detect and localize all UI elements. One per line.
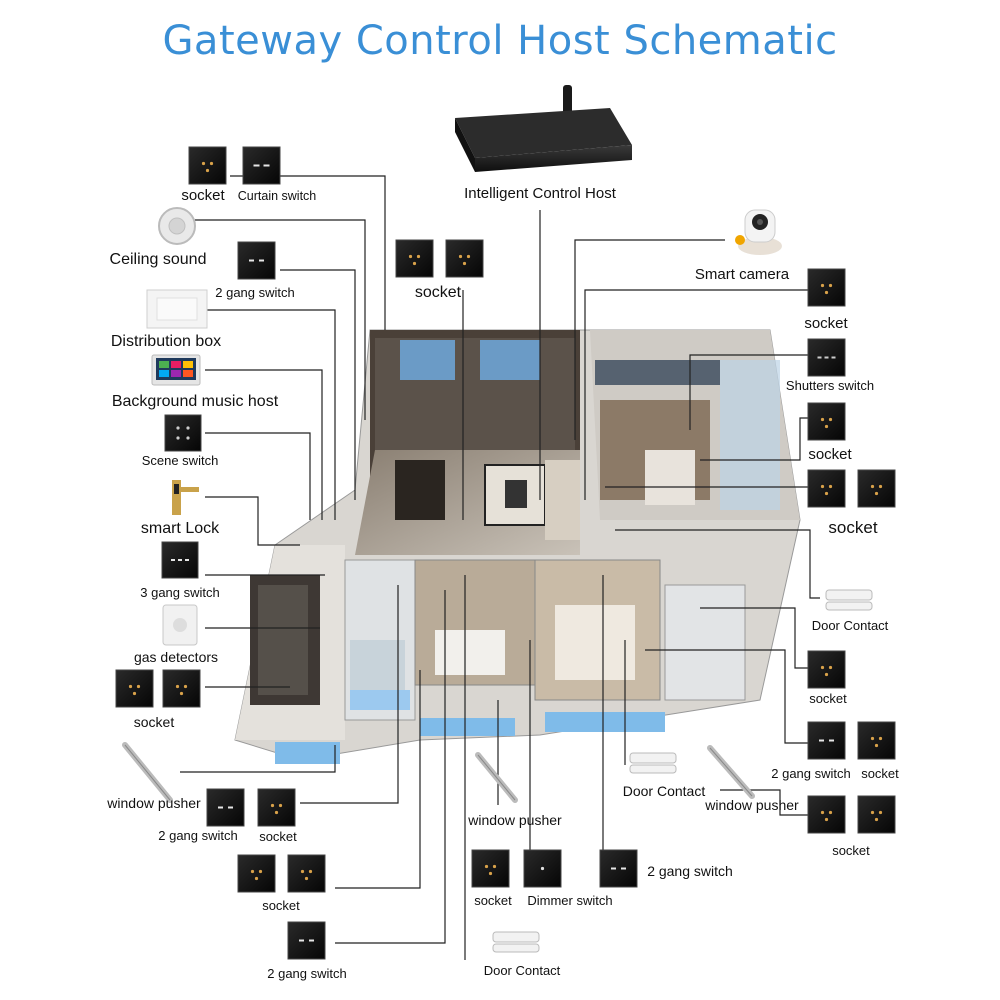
label-door-contact-right: Door Contact	[812, 618, 889, 633]
smart-lock-device	[172, 480, 199, 515]
label-smart-lock: smart Lock	[141, 520, 220, 537]
panel-socket-center-2	[445, 239, 484, 278]
panel-socket-left-2	[162, 669, 201, 708]
label-3-gang-switch: 3 gang switch	[140, 585, 220, 600]
panel-dimmer-switch	[523, 849, 562, 888]
panel-2-gang-switch-b1	[206, 788, 245, 827]
door-contact-right-device	[825, 589, 873, 611]
label-socket-r1: socket	[804, 315, 848, 332]
label-socket-top: socket	[181, 187, 225, 204]
label-2-gang-switch-b3: 2 gang switch	[647, 863, 733, 879]
door-contact-mid-device	[629, 752, 677, 774]
label-window-pusher-right: window pusher	[704, 797, 799, 813]
wiring	[180, 175, 820, 960]
panel-2-gang-switch-r	[807, 721, 846, 760]
house-illustration	[234, 329, 801, 764]
label-background-music-host: Background music host	[112, 393, 279, 410]
panel-socket-b1	[257, 788, 296, 827]
label-socket-b3: socket	[474, 893, 512, 908]
label-scene-switch: Scene switch	[142, 453, 219, 468]
panel-socket-r6b	[857, 795, 896, 834]
label-socket-r3: socket	[828, 518, 877, 537]
panel-socket-left-1	[115, 669, 154, 708]
label-socket-r5: socket	[861, 766, 899, 781]
label-2-gang-switch-b1: 2 gang switch	[158, 828, 238, 843]
label-door-contact-mid: Door Contact	[623, 783, 706, 799]
panel-3-gang-switch	[161, 541, 199, 579]
panel-socket-r5	[857, 721, 896, 760]
label-distribution-box: Distribution box	[111, 333, 221, 350]
panel-socket-b3	[471, 849, 510, 888]
window-pusher-mid-device	[475, 752, 518, 803]
label-socket-b1: socket	[259, 829, 297, 844]
panel-scene-switch	[164, 414, 202, 452]
panel-socket-r3b	[857, 469, 896, 508]
panel-socket-center-1	[395, 239, 434, 278]
ceiling-sound-device	[158, 207, 196, 245]
label-socket-r2: socket	[808, 446, 852, 463]
control-host-label: Intelligent Control Host	[464, 185, 617, 202]
panel-curtain-switch	[242, 146, 281, 185]
panel-shutters-switch	[807, 338, 846, 377]
panel-socket-r4	[807, 650, 846, 689]
panel-socket-r1	[807, 268, 846, 307]
label-2-gang-switch-b2: 2 gang switch	[267, 966, 347, 981]
panel-2-gang-switch-b2	[287, 921, 326, 960]
label-curtain-switch: Curtain switch	[238, 189, 317, 203]
label-gas-detectors: gas detectors	[134, 649, 218, 665]
label-2-gang-switch-top: 2 gang switch	[215, 285, 295, 300]
gas-detector-device	[162, 604, 198, 646]
window-pusher-left-device	[122, 742, 173, 803]
panel-2-gang-switch-top	[237, 241, 276, 280]
door-contact-bottom-device	[492, 931, 540, 953]
label-socket-r6: socket	[832, 843, 870, 858]
label-door-contact-bottom: Door Contact	[484, 963, 561, 978]
device-panels	[115, 146, 896, 960]
label-ceiling-sound: Ceiling sound	[110, 251, 207, 268]
diagram-title: Gateway Control Host Schematic	[162, 18, 838, 64]
label-socket-left: socket	[134, 714, 175, 730]
panel-socket-b2a	[237, 854, 276, 893]
panel-socket-r3a	[807, 469, 846, 508]
panel-2-gang-switch-b3	[599, 849, 638, 888]
panel-socket-r2	[807, 402, 846, 441]
label-socket-b2: socket	[262, 898, 300, 913]
label-shutters-switch: Shutters switch	[786, 378, 874, 393]
label-window-pusher-left: window pusher	[106, 795, 201, 811]
distribution-box-device	[146, 289, 208, 329]
panel-socket-top	[188, 146, 227, 185]
label-dimmer-switch: Dimmer switch	[527, 893, 612, 908]
panel-socket-b2b	[287, 854, 326, 893]
smart-camera-device	[735, 209, 782, 255]
label-socket-center: socket	[415, 284, 462, 301]
label-smart-camera: Smart camera	[695, 266, 790, 283]
background-music-host-device	[151, 354, 201, 386]
control-host-device	[455, 85, 632, 172]
label-window-pusher-mid: window pusher	[467, 812, 562, 828]
panel-socket-r6a	[807, 795, 846, 834]
window-pusher-right-device	[707, 745, 755, 799]
label-2-gang-switch-right: 2 gang switch	[771, 766, 851, 781]
label-socket-r4: socket	[809, 691, 847, 706]
